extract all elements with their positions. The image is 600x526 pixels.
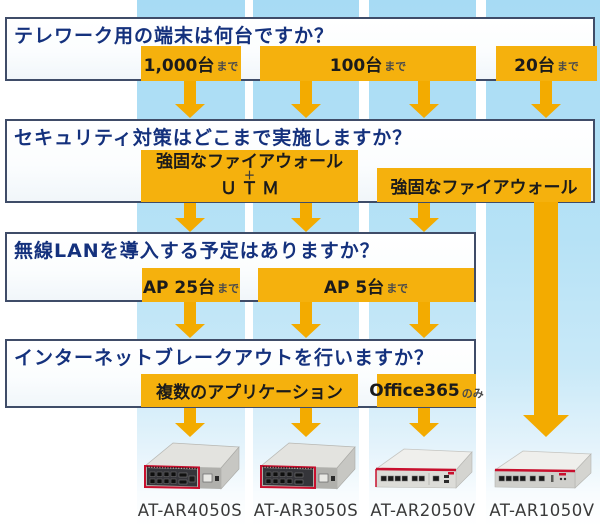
option-label-1000-terminals: 1,000台まで — [141, 46, 241, 81]
option-text: 複数のアプリケーション — [156, 383, 343, 403]
down-arrow-icon — [175, 408, 205, 437]
question-text: セキュリティ対策はどこまで実施しますか？ — [14, 127, 413, 149]
option-text: AP 5台 — [323, 277, 385, 298]
option-label-20-terminals: 20台まで — [496, 46, 597, 81]
question-text: 無線LANを導入する予定はありますか？ — [14, 240, 380, 262]
option-text: 20台 — [514, 56, 555, 76]
option-suffix: まで — [386, 281, 409, 295]
option-text-plus: ＋ — [244, 169, 255, 183]
product-label: AT-AR2050V — [370, 501, 476, 520]
product-label: AT-AR1050V — [489, 501, 595, 520]
option-label-firewall: 強固なファイアウォール — [377, 168, 591, 202]
option-label-100-terminals: 100台まで — [260, 46, 476, 81]
product-label: AT-AR4050S — [137, 501, 243, 520]
down-arrow-icon — [409, 81, 439, 118]
option-suffix: まで — [216, 60, 239, 73]
product-label: AT-AR3050S — [253, 501, 359, 520]
option-text: Office365 — [369, 380, 460, 401]
down-arrow-icon — [175, 203, 205, 232]
option-label-firewall-utm: 強固なファイアウォール ＋ ＵＴＭ — [141, 150, 358, 202]
product-ar3050s: AT-AR3050S — [249, 436, 363, 522]
option-text: 1,000台 — [143, 56, 215, 76]
down-arrow-icon — [291, 408, 321, 437]
option-suffix: まで — [384, 60, 407, 73]
question-text: テレワーク用の端末は何台ですか？ — [14, 25, 335, 47]
router-image — [493, 450, 592, 489]
option-label-ap-5: AP 5台まで — [258, 268, 474, 302]
option-suffix: まで — [556, 60, 579, 73]
option-text-utm: ＵＴＭ — [220, 178, 283, 199]
option-label-ap-25: AP 25台まで — [142, 268, 240, 302]
product-ar1050v: AT-AR1050V — [485, 436, 599, 522]
product-ar4050s: AT-AR4050S — [133, 436, 247, 522]
down-arrow-icon — [409, 302, 439, 338]
question-text: インターネットブレークアウトを行いますか？ — [14, 347, 435, 369]
router-image — [374, 448, 473, 489]
option-suffix: まで — [217, 281, 240, 295]
down-arrow-icon — [409, 203, 439, 232]
down-arrow-long-icon — [523, 201, 569, 437]
down-arrow-icon — [531, 81, 561, 118]
down-arrow-icon — [175, 81, 205, 118]
option-label-multiple-applications: 複数のアプリケーション — [141, 374, 358, 407]
option-text: 強固なファイアウォール — [390, 177, 578, 198]
down-arrow-icon — [291, 81, 321, 118]
down-arrow-icon — [175, 302, 205, 338]
down-arrow-icon — [291, 203, 321, 232]
down-arrow-icon — [409, 408, 439, 437]
product-ar2050v: AT-AR2050V — [366, 436, 480, 522]
down-arrow-icon — [291, 302, 321, 338]
option-suffix: のみ — [461, 387, 484, 400]
option-text: AP 25台 — [142, 277, 216, 298]
option-text: 100台 — [329, 56, 383, 76]
router-image — [259, 442, 356, 490]
option-text: 強固なファイアウォール — [156, 152, 343, 173]
router-image — [143, 442, 240, 490]
